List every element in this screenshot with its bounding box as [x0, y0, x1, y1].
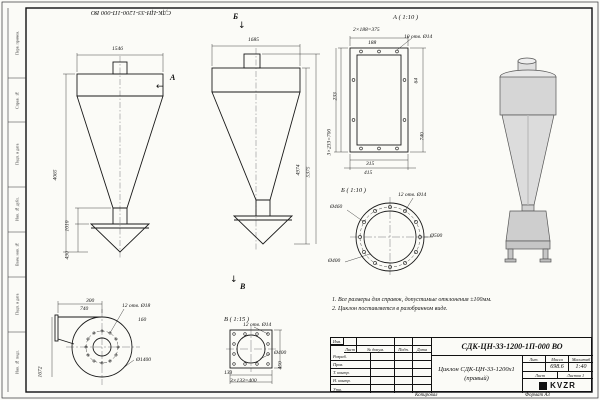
view-direction-down-arrow-icon: ↓: [238, 21, 246, 31]
view-volute-fan: [51, 301, 140, 385]
tb-header-sign: Подп.: [395, 346, 413, 353]
tb-divider: [431, 338, 432, 393]
dim-volute-top: 300: [86, 298, 95, 304]
stamp-column-label: Подп. и дата: [14, 143, 20, 166]
dim-side-width: 1685: [248, 37, 259, 43]
view-v-label: В ( 1:15 ): [224, 316, 250, 323]
tb-scale-value: 1:40: [569, 363, 593, 372]
stamp-column-label: Взам. инв. №: [14, 242, 20, 267]
section-b-label: Б ( 1:10 ): [341, 187, 366, 194]
stamp-column-label: Подп. и дата: [14, 293, 20, 316]
dim-flange-holes: 12 отв. Ø14: [243, 322, 272, 328]
doc-number-top: СДК-ЦН-33-1200-1П-000 ВО: [90, 9, 172, 16]
tb-lit-label: Лит.: [523, 356, 546, 363]
dim-front-outlet: 490: [64, 251, 71, 260]
dim-volute-small: 160: [138, 317, 147, 323]
section-letter-a: А: [170, 73, 176, 82]
dim-flange-bottom2: 3×133=400: [230, 378, 257, 384]
section-a-label: А ( 1:10 ): [393, 14, 419, 21]
title-block: Изм. Лист № докум. Подп. Дата Разраб. Пр…: [330, 337, 593, 393]
section-letter-b: Б: [233, 12, 239, 21]
tb-row-checked: Пров.: [331, 361, 371, 369]
dim-seca-left: 233: [332, 92, 339, 101]
note-line: 1. Все размеры для справок, допустимые о…: [332, 297, 492, 303]
tb-doc-number: СДК-ЦН-33-1200-1П-000 ВО: [431, 338, 593, 356]
dim-seca-top: 2×188=375: [353, 27, 380, 33]
tb-mass-value: 698.6: [546, 363, 569, 372]
dim-front-height: 4065: [52, 169, 59, 181]
tb-sheet-label: Лист: [523, 372, 558, 379]
view-direction-down-arrow-icon: ↓: [230, 275, 238, 285]
dim-secb-holes: 12 отв. Ø14: [398, 192, 427, 198]
dim-volute-holes: 12 отв. Ø18: [122, 303, 151, 309]
tb-scale-label: Масштаб: [569, 356, 593, 363]
dim-secb-bolt: Ø460: [330, 204, 343, 210]
dim-side-total: 5375: [305, 166, 312, 178]
view-direction-left-arrow-icon: ←: [156, 82, 164, 92]
dim-seca-top2: 188: [368, 40, 377, 46]
logo-text: KVZR: [550, 381, 576, 390]
tb-row-tcontrol: Т. контр.: [331, 369, 371, 377]
dim-front-pipe: 1010: [64, 220, 71, 232]
logo-mark-icon: [539, 381, 548, 390]
tb-header-izm: Изм.: [331, 338, 344, 345]
view-front-cyclone: [63, 53, 164, 258]
dim-seca-right2: 64: [413, 78, 420, 84]
dim-secb-pipe: Ø400: [328, 258, 341, 264]
tb-header-docnum: № докум.: [357, 346, 395, 353]
section-a-flange: [334, 36, 426, 170]
dim-seca-holes: 10 отв. Ø14: [404, 34, 433, 40]
stamp-column-label: Инв. № дубл.: [14, 197, 20, 222]
dim-flange-right: 450: [277, 361, 284, 370]
tb-row-approved: Утв.: [331, 385, 371, 393]
tb-sheets-label: Листов 1: [558, 372, 593, 379]
tb-row-developed: Разраб.: [331, 353, 371, 361]
dim-secb-outer: Ø500: [430, 233, 443, 239]
tb-header-date: Дата: [413, 346, 431, 353]
dim-seca-left2: 3×233=700: [326, 128, 333, 156]
view-side-cyclone: [211, 44, 320, 250]
dim-volute-height: 1672: [37, 366, 44, 378]
dim-seca-bottom: 315: [366, 161, 375, 167]
dim-volute-diameter: Ø1400: [136, 357, 151, 363]
tb-product-name: Циклон СДК-ЦН-33-1200х1: [438, 366, 515, 374]
tb-product-name-2: (правый): [464, 374, 489, 382]
dim-seca-bottom2: 415: [364, 170, 373, 176]
format-label: Формат А3: [525, 393, 550, 398]
dim-front-width: 1546: [112, 46, 123, 52]
section-b-flange: [344, 197, 433, 277]
copy-label: Копировал: [415, 393, 438, 398]
stamp-column-label: Инв. № подл.: [14, 350, 20, 374]
dim-side-height: 4974: [295, 164, 302, 176]
tb-mass-label: Масса: [546, 356, 569, 363]
dim-flange-bottom: 133: [224, 370, 233, 376]
tb-row-ncontrol: Н. контр.: [331, 377, 371, 385]
section-letter-v: В: [240, 282, 246, 291]
view-v-flange: [226, 326, 282, 384]
tb-header-list: Лист: [344, 346, 357, 353]
company-logo: KVZR: [523, 379, 592, 392]
note-line: 2. Циклон поставляется в разобранном вид…: [332, 306, 448, 312]
dim-volute-top2: 740: [80, 306, 89, 312]
dim-seca-right: 740: [419, 132, 426, 141]
stamp-column-label: Справ. №: [14, 91, 20, 109]
stamp-column-label: Перв. примен.: [14, 30, 20, 56]
view-3d-cyclone: [499, 57, 557, 263]
dim-flange-inner: Ø400: [274, 350, 287, 356]
